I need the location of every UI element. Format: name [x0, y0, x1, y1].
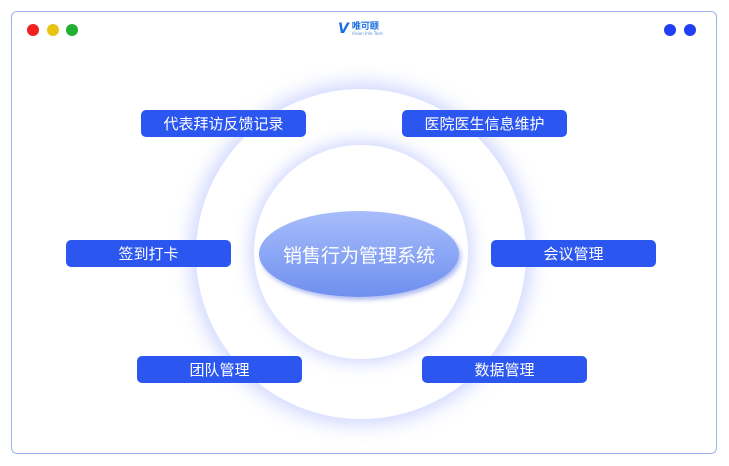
system-title: 销售行为管理系统: [259, 211, 459, 297]
window-dot-icon: [684, 24, 696, 36]
module-team[interactable]: 团队管理: [137, 356, 302, 383]
window-dot-icon: [664, 24, 676, 36]
module-hospital-doctor-info[interactable]: 医院医生信息维护: [402, 110, 567, 137]
logo-name: 唯可颐: [351, 21, 379, 32]
logo-mark: V: [338, 21, 349, 37]
module-meeting[interactable]: 会议管理: [491, 240, 656, 267]
logo-tagline: Vision Info Tech: [351, 30, 383, 36]
minimize-window-button[interactable]: [47, 24, 59, 36]
module-visit-feedback[interactable]: 代表拜访反馈记录: [141, 110, 306, 137]
module-check-in[interactable]: 签到打卡: [66, 240, 231, 267]
close-window-button[interactable]: [27, 24, 39, 36]
maximize-window-button[interactable]: [66, 24, 78, 36]
module-data[interactable]: 数据管理: [422, 356, 587, 383]
